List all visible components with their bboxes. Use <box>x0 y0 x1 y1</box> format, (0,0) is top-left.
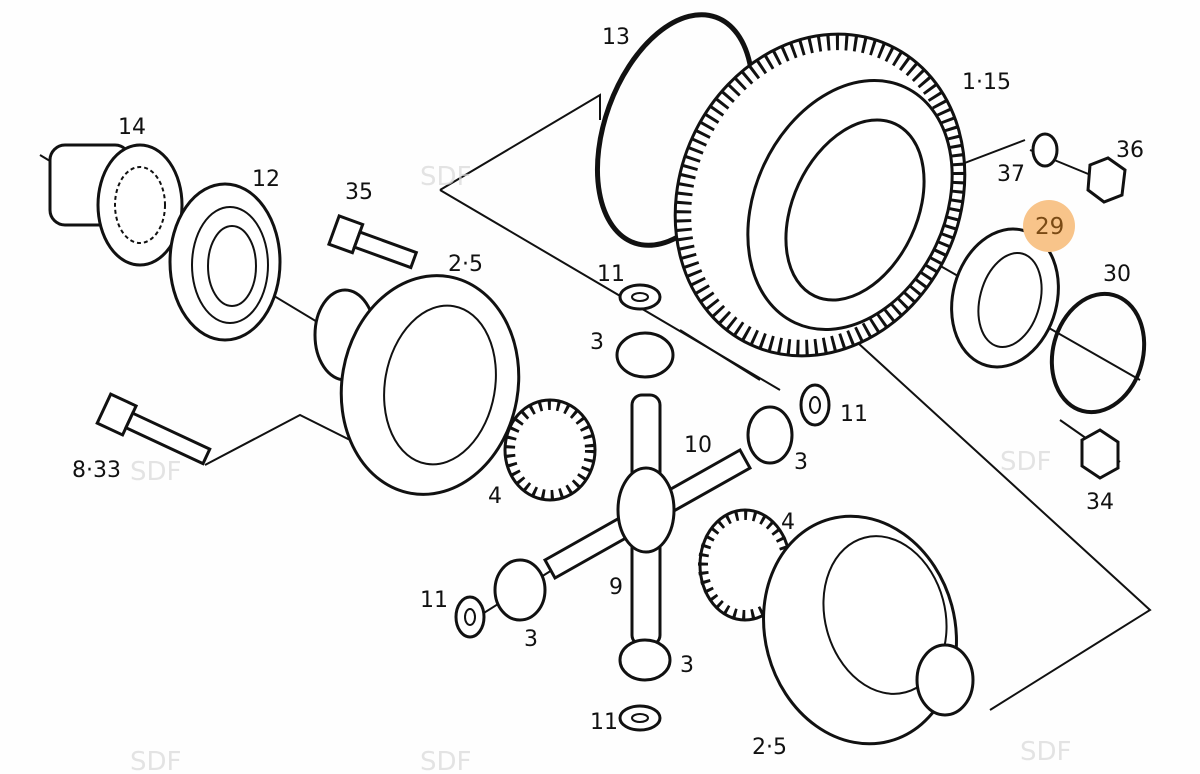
differential-housing-top <box>313 274 521 496</box>
watermark: SDF <box>130 747 181 774</box>
label-3: 3 <box>590 330 604 355</box>
label-10: 10 <box>684 433 712 458</box>
washer-37 <box>1031 132 1059 168</box>
part-labels: 13 1·15 14 12 35 2·5 37 36 29 30 11 3 11… <box>72 25 1144 760</box>
watermark: SDF <box>420 162 471 192</box>
label-11: 11 <box>597 262 625 287</box>
label-30: 30 <box>1103 262 1131 287</box>
watermark: SDF <box>130 457 181 487</box>
label-35: 35 <box>345 180 373 205</box>
label-9: 9 <box>609 575 623 600</box>
watermarks: SDF SDF SDF SDF SDF SDF <box>130 162 1071 774</box>
highlight-marker-29[interactable] <box>1023 200 1075 252</box>
bolt-8-33 <box>95 392 212 466</box>
watermark: SDF <box>1020 737 1071 767</box>
flange-14 <box>48 143 184 267</box>
label-11: 11 <box>840 402 868 427</box>
label-3: 3 <box>794 450 808 475</box>
label-1-15: 1·15 <box>962 70 1011 95</box>
nut-36 <box>1086 156 1127 204</box>
watermark: SDF <box>1000 447 1051 477</box>
bearing-12 <box>168 182 282 342</box>
pinion-gears <box>493 331 794 682</box>
label-14: 14 <box>118 115 146 140</box>
label-2-5-top: 2·5 <box>448 252 483 277</box>
label-3: 3 <box>524 627 538 652</box>
label-11: 11 <box>420 588 448 613</box>
ring-gear-1-15 <box>673 32 967 358</box>
label-34: 34 <box>1086 490 1114 515</box>
bolt-35 <box>326 214 419 270</box>
label-36: 36 <box>1116 138 1144 163</box>
watermark: SDF <box>420 747 471 774</box>
bearing-29 <box>950 227 1060 369</box>
differential-housing-bottom <box>762 514 975 746</box>
label-8-33: 8·33 <box>72 458 121 483</box>
label-29[interactable]: 29 <box>1035 214 1064 240</box>
label-4: 4 <box>781 510 795 535</box>
label-2-5-bottom: 2·5 <box>752 735 787 760</box>
label-12: 12 <box>252 167 280 192</box>
thrust-washers-11 <box>454 283 831 732</box>
ring-30 <box>1049 291 1147 415</box>
label-3: 3 <box>680 653 694 678</box>
nut-34 <box>1080 428 1120 480</box>
label-11: 11 <box>590 710 618 735</box>
label-37: 37 <box>997 162 1025 187</box>
label-13: 13 <box>602 25 630 50</box>
label-4: 4 <box>488 484 502 509</box>
